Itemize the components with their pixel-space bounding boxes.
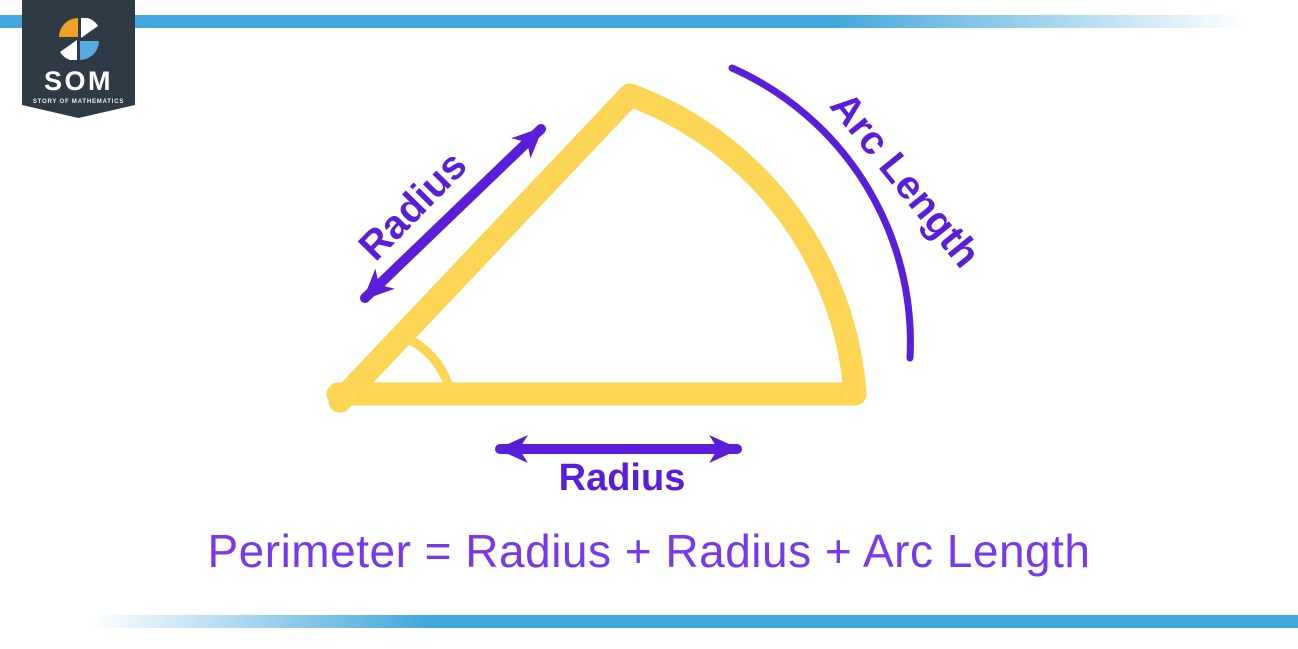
sector-outline: [326, 83, 867, 413]
logo-blade-bottom-left: [59, 40, 77, 60]
logo-tagline: STORY OF MATHEMATICS: [32, 99, 125, 105]
logo-blade-top-right: [80, 18, 98, 38]
label-radius-bottom: Radius: [558, 457, 686, 499]
som-logo-banner: SOM STORY OF MATHEMATICS: [22, 0, 135, 118]
logo-quadrant-orange: [58, 18, 78, 37]
vertex-angle-arc: [399, 332, 454, 392]
som-pinwheel-icon: [58, 18, 99, 60]
logo-abbr: SOM: [43, 66, 113, 96]
slant-radius-arrow: [360, 124, 546, 303]
logo-quadrant-blue: [79, 41, 99, 60]
perimeter-formula: Perimeter = Radius + Radius + Arc Length: [207, 525, 1091, 577]
top-stripe: [0, 15, 1298, 28]
arc-length-indicator: [728, 64, 914, 362]
bottom-stripe: [0, 615, 1298, 628]
